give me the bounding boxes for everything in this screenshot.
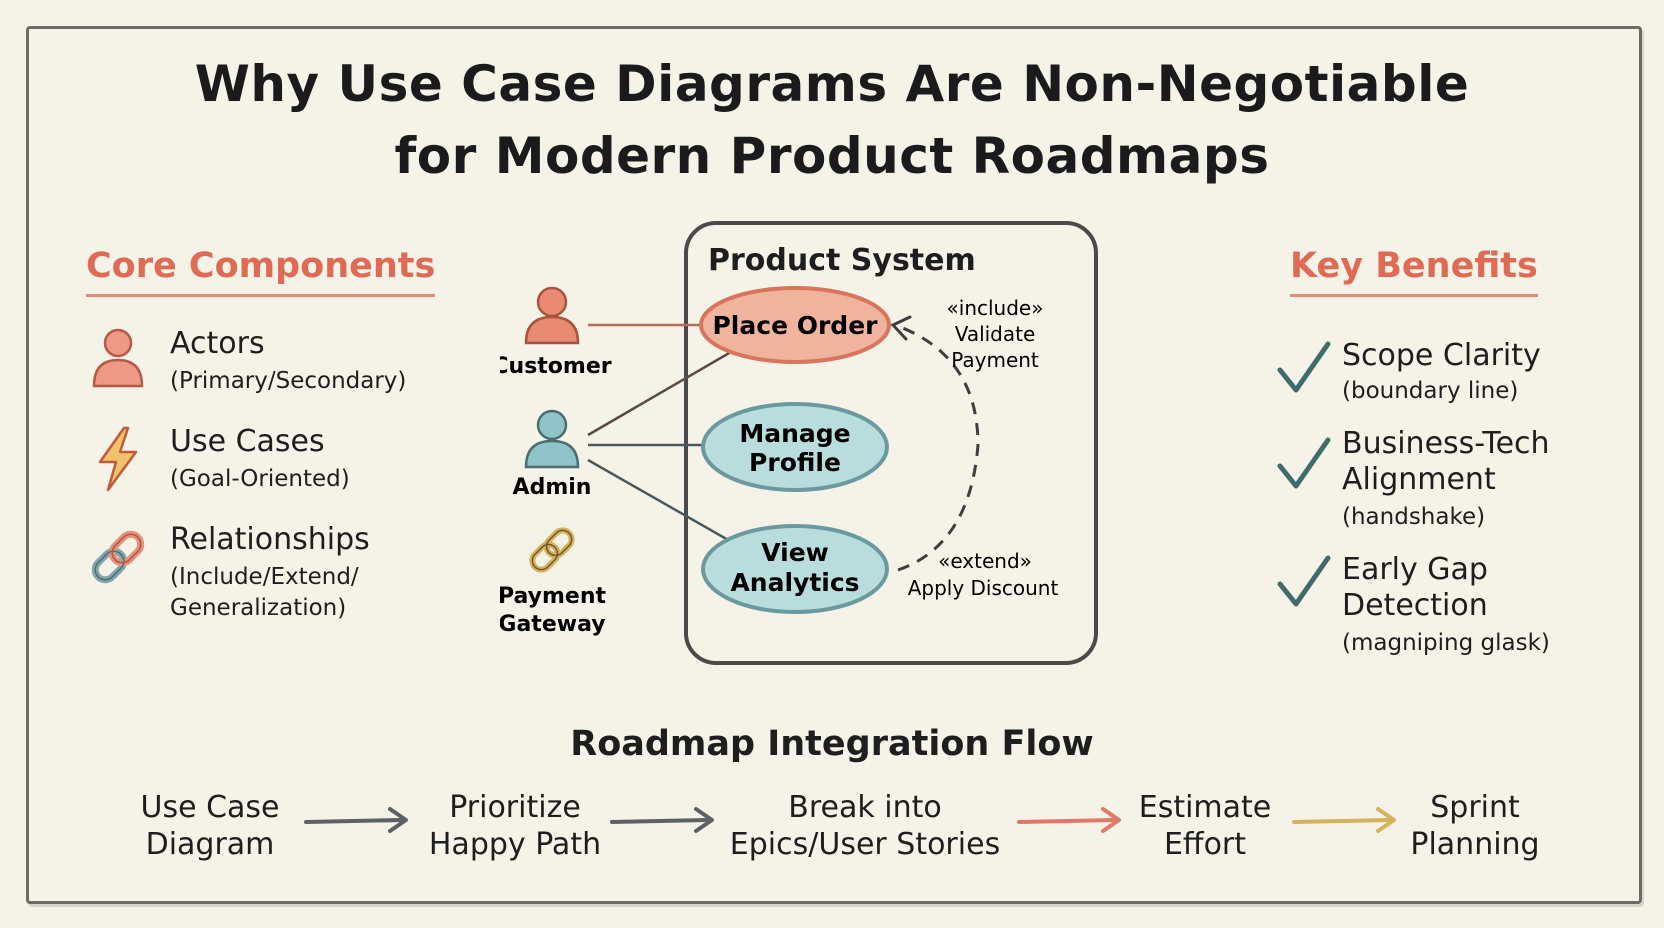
flow-step-label: Diagram <box>145 827 275 862</box>
include-stereotype: «include» <box>947 296 1044 320</box>
benefit-label: Scope Clarity <box>1342 338 1541 373</box>
flow-step-label: Planning <box>1410 827 1540 862</box>
use-case-label: Profile <box>749 448 841 477</box>
flow-step-label: Sprint <box>1430 790 1520 825</box>
extend-label: Apply Discount <box>908 576 1059 600</box>
extend-stereotype: «extend» <box>938 549 1032 573</box>
flow-step-use-case-diagram: Use Case Diagram <box>110 789 310 863</box>
actor-customer: Customer <box>500 286 612 379</box>
use-case-label: Place Order <box>712 311 878 340</box>
core-components-heading: Core Components <box>86 246 436 297</box>
use-case-view-analytics: View Analytics <box>701 524 889 614</box>
flow-step-label: Break into <box>788 790 942 825</box>
component-label: Actors <box>170 326 265 361</box>
flow-step-label: Estimate <box>1138 790 1272 825</box>
actor-label: Customer <box>500 354 612 379</box>
component-sub: (Primary/Secondary) <box>170 368 407 394</box>
chain-link-icon <box>529 527 575 573</box>
benefit-sub: (handshake) <box>1342 504 1486 530</box>
component-label: Use Cases <box>170 424 325 459</box>
include-label: Validate <box>955 322 1036 346</box>
benefit-label: Early Gap <box>1342 552 1488 587</box>
use-case-label: View <box>761 538 829 567</box>
benefit-sub: (boundary line) <box>1342 378 1519 404</box>
actor-label: Admin <box>513 475 592 500</box>
checkmark-icon <box>1277 437 1331 489</box>
checkmark-icon <box>1277 341 1331 393</box>
benefit-label: Alignment <box>1342 462 1496 497</box>
flow-step-estimate-effort: Estimate Effort <box>1120 789 1290 863</box>
flow-arrow-1 <box>304 807 408 833</box>
flow-step-label: Happy Path <box>428 827 602 862</box>
component-sub: (Include/Extend/ <box>170 564 359 590</box>
flow-step-label: Prioritize <box>449 790 581 825</box>
flow-step-label: Use Case <box>140 790 280 825</box>
use-case-manage-profile: Manage Profile <box>701 402 889 492</box>
flow-arrow-2 <box>610 807 714 833</box>
actor-admin: Admin <box>513 409 592 500</box>
benefit-sub: (magniping glask) <box>1342 630 1550 656</box>
flow-arrow-3 <box>1017 807 1121 833</box>
use-case-label: Analytics <box>730 568 859 597</box>
benefit-label: Detection <box>1342 588 1488 623</box>
component-sub: (Goal-Oriented) <box>170 466 350 492</box>
flow-arrow-4 <box>1292 807 1396 833</box>
checkmark-icon <box>1277 555 1331 607</box>
person-icon <box>92 328 144 388</box>
chain-link-icon <box>91 530 145 584</box>
flow-step-prioritize-happy-path: Prioritize Happy Path <box>410 789 620 863</box>
flow-step-label: Epics/User Stories <box>729 827 1001 862</box>
include-label: Payment <box>951 348 1039 372</box>
flow-step-label: Effort <box>1163 827 1247 862</box>
use-case-label: Manage <box>739 419 850 448</box>
include-extend-dashed-arrow <box>894 323 980 572</box>
flow-step-break-into-epics: Break into Epics/User Stories <box>715 789 1015 863</box>
system-label: Product System <box>708 243 976 278</box>
key-benefits-heading: Key Benefits <box>1290 246 1538 297</box>
flow-step-sprint-planning: Sprint Planning <box>1390 789 1560 863</box>
arrowhead-icon <box>890 315 912 341</box>
page-title: Why Use Case Diagrams Are Non-Negotiable… <box>0 48 1664 192</box>
association-line <box>587 336 756 437</box>
actor-label: Gateway <box>500 612 606 637</box>
page-border <box>26 26 1642 904</box>
system-boundary <box>684 221 1098 665</box>
lightning-bolt-icon <box>98 426 138 492</box>
use-case-diagram: Product System Customer Admin Payment Ga… <box>500 221 1098 665</box>
actor-payment-gateway: Payment Gateway <box>500 527 607 637</box>
benefit-label: Business-Tech <box>1342 426 1550 461</box>
component-sub: Generalization) <box>170 595 347 621</box>
title-line-1: Why Use Case Diagrams Are Non-Negotiable <box>194 55 1470 113</box>
actor-label: Payment <box>500 584 607 609</box>
title-line-2: for Modern Product Roadmaps <box>394 127 1270 185</box>
use-case-place-order: Place Order <box>699 286 891 364</box>
flow-title: Roadmap Integration Flow <box>570 724 1094 764</box>
component-label: Relationships <box>170 522 370 557</box>
